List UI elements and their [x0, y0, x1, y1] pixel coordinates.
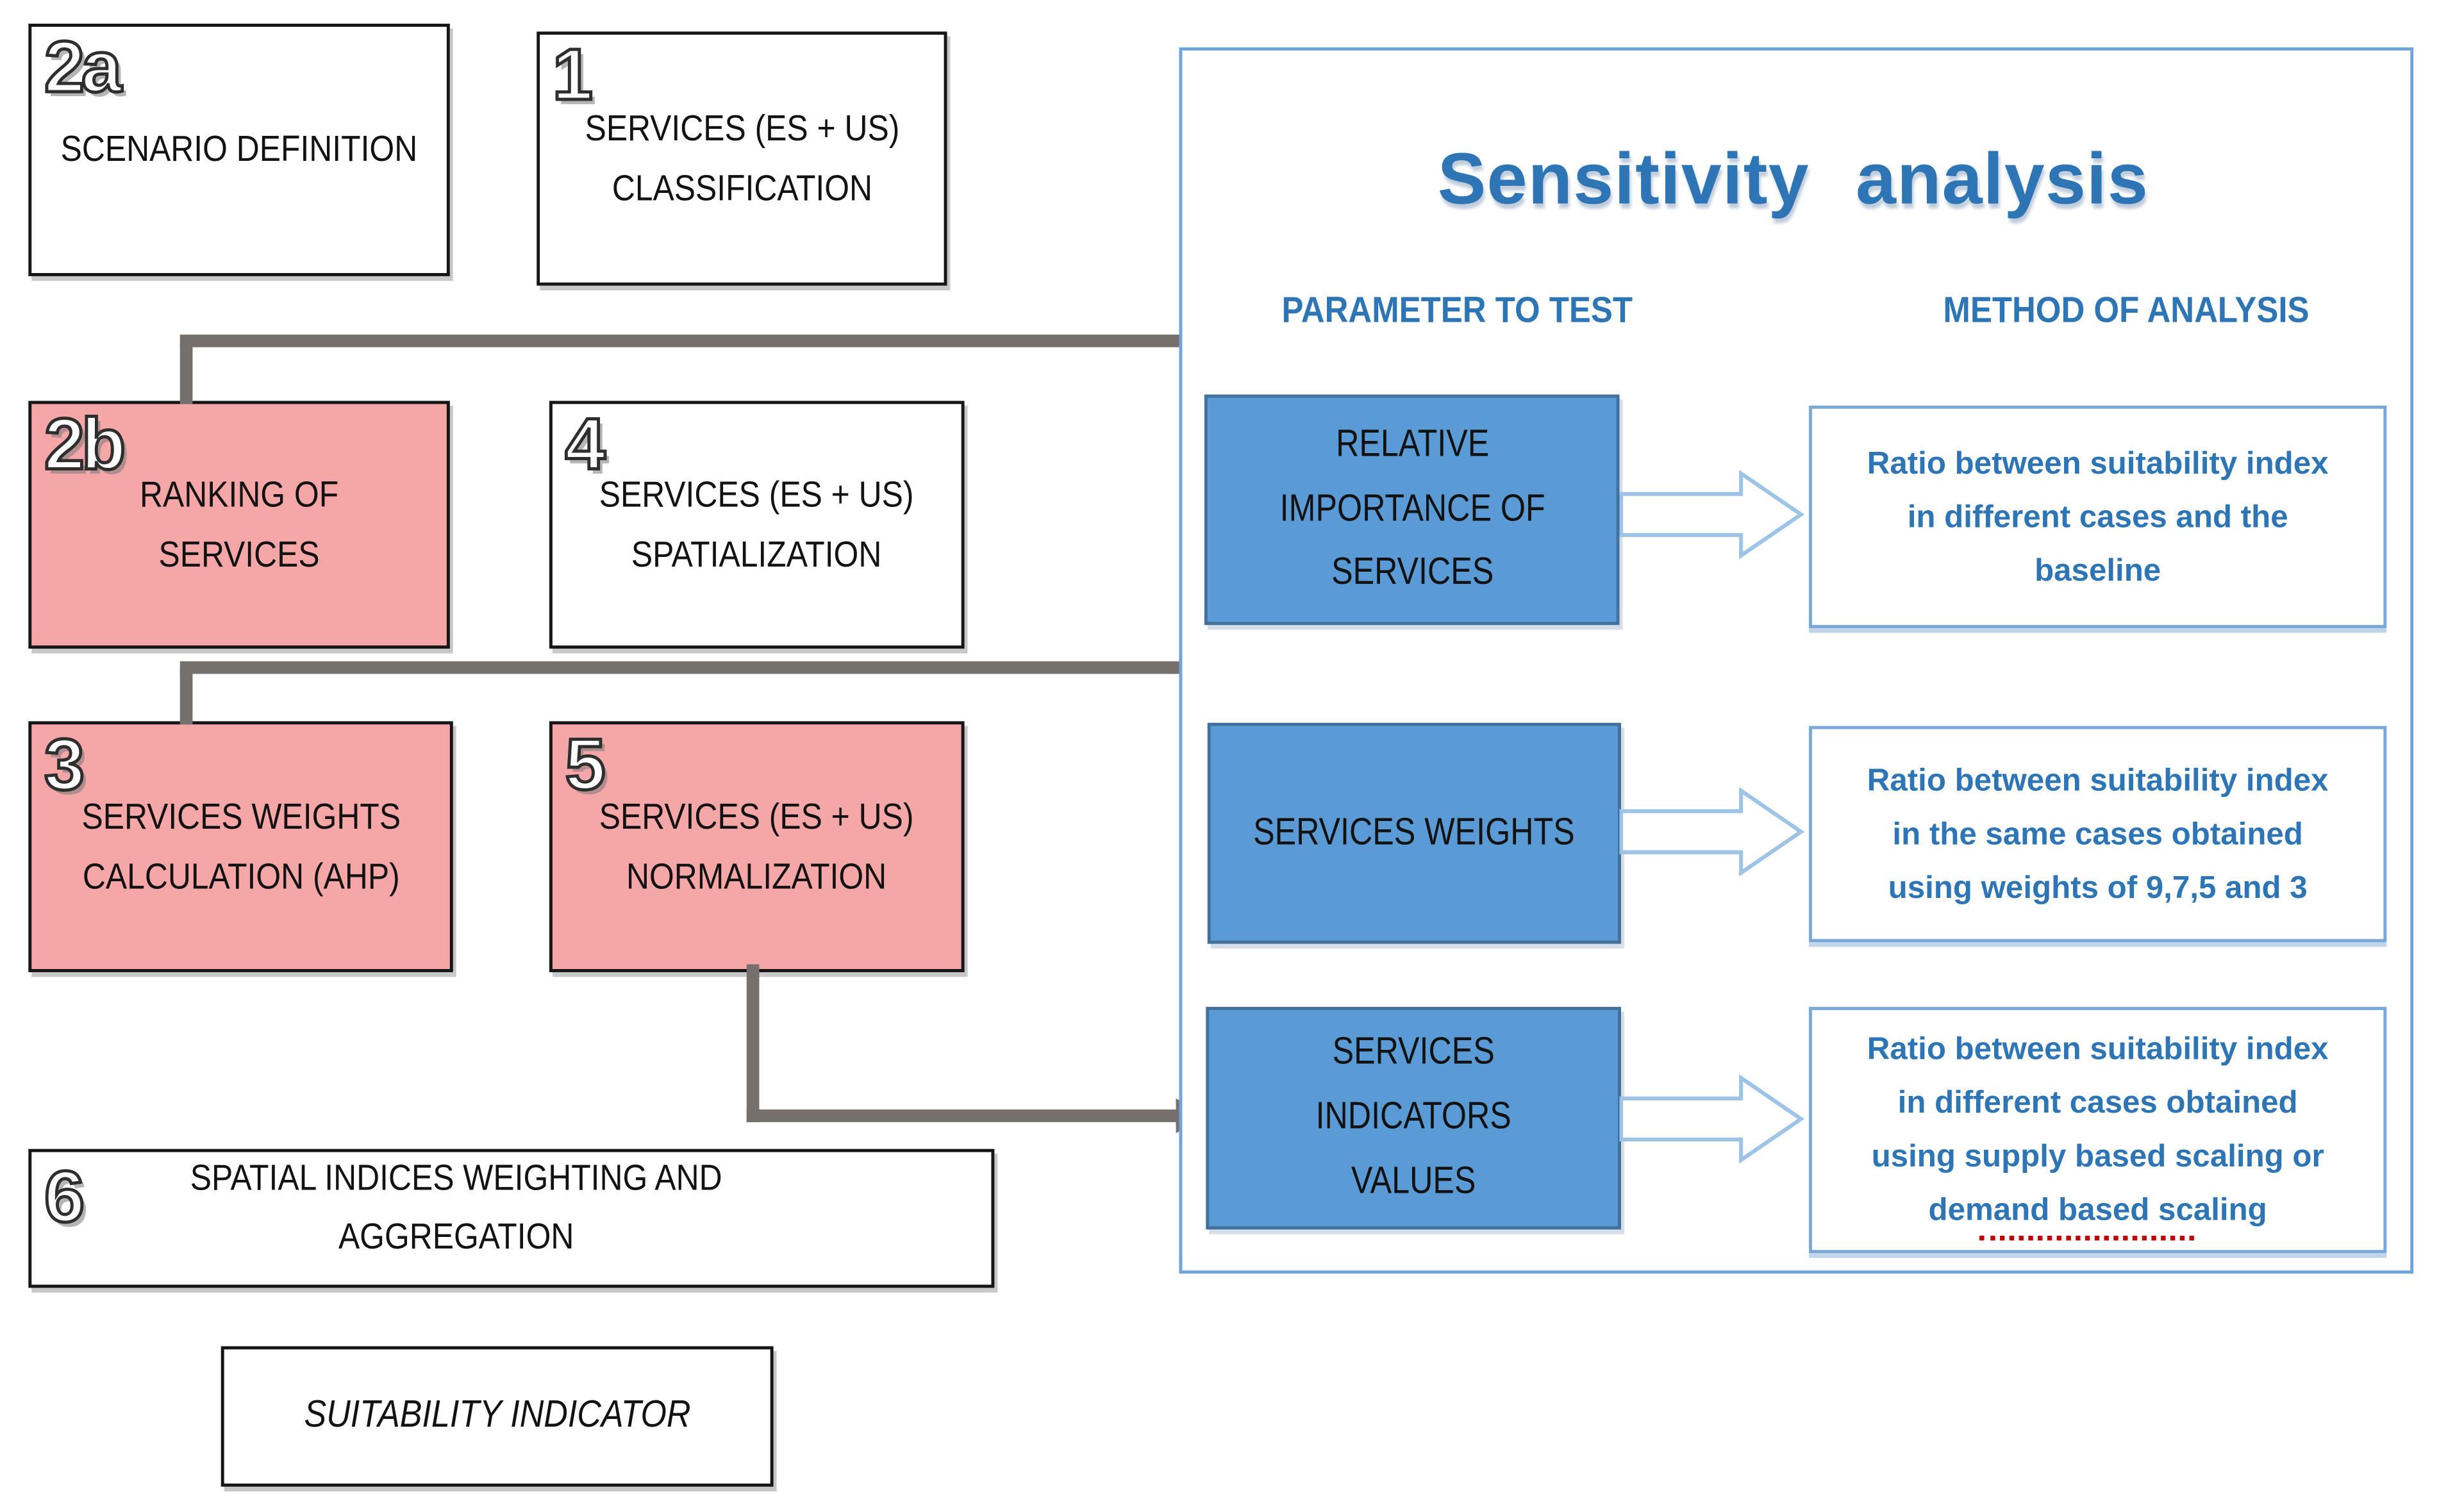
connector-normalization-to-indicators-vertical: [746, 964, 760, 1122]
connector-ranking-to-importance-horizontal: [179, 335, 1415, 347]
panel-title: Sensitivity analysis: [1437, 137, 2149, 220]
flow-box-ranking-of-services: 2b RANKING OF SERVICES: [28, 401, 450, 649]
flow-box-suitability-indicator: SUITABILITY INDICATOR: [221, 1346, 774, 1487]
step-number-2b: 2b: [43, 402, 128, 485]
method-text-weights-ratio: Ratio between suitability index in the s…: [1867, 763, 2329, 906]
block-arrow-right-icon: [1619, 1074, 1805, 1163]
parameter-box-services-weights: SERVICES WEIGHTS: [1207, 722, 1621, 944]
method-box-scaling-ratio: Ratio between suitability index in diffe…: [1809, 1007, 2387, 1254]
connector-ranking-to-importance-vertical: [179, 344, 193, 404]
parameter-box-services-indicators-values: SERVICES INDICATORS VALUES: [1206, 1007, 1621, 1230]
step-label-services-classification: SERVICES (ES + US) CLASSIFICATION: [584, 108, 899, 208]
step-label-services-spatialization: SERVICES (ES + US) SPATIALIZATION: [599, 474, 915, 574]
block-arrow-right-icon: [1619, 787, 1805, 876]
column-header-method-of-analysis: METHOD OF ANALYSIS: [1943, 288, 2310, 330]
step-label-spatial-indices-weighting: SPATIAL INDICES WEIGHTING AND AGGREGATIO…: [190, 1156, 722, 1257]
parameter-label-services-weights: SERVICES WEIGHTS: [1253, 810, 1576, 854]
step-number-5: 5: [563, 722, 607, 805]
column-header-parameter-to-test: PARAMETER TO TEST: [1281, 288, 1633, 330]
flow-box-spatial-indices-weighting: 6 SPATIAL INDICES WEIGHTING AND AGGREGAT…: [28, 1149, 995, 1288]
step-number-3: 3: [43, 722, 87, 805]
connector-weights-to-weights-vertical: [179, 670, 193, 725]
step-number-2a: 2a: [42, 25, 123, 108]
step-label-services-weights-calculation: SERVICES WEIGHTS CALCULATION (AHP): [81, 795, 401, 896]
method-text-baseline-ratio: Ratio between suitability index in diffe…: [1867, 445, 2329, 588]
flow-box-scenario-definition: 2a SCENARIO DEFINITION: [28, 23, 450, 276]
spellcheck-squiggle: [1979, 1236, 2194, 1241]
step-label-suitability-indicator: SUITABILITY INDICATOR: [304, 1393, 691, 1437]
block-arrow-right-icon: [1619, 470, 1805, 559]
parameter-label-relative-importance: RELATIVE IMPORTANCE OF SERVICES: [1279, 422, 1545, 594]
step-number-4: 4: [563, 402, 607, 485]
flow-box-services-weights-calculation: 3 SERVICES WEIGHTS CALCULATION (AHP): [28, 721, 453, 972]
step-number-1: 1: [551, 33, 594, 115]
parameter-box-relative-importance: RELATIVE IMPORTANCE OF SERVICES: [1204, 394, 1620, 626]
step-label-ranking-of-services: RANKING OF SERVICES: [139, 474, 339, 574]
method-box-baseline-ratio: Ratio between suitability index in diffe…: [1809, 405, 2387, 629]
method-box-weights-ratio: Ratio between suitability index in the s…: [1809, 726, 2387, 943]
step-number-6: 6: [43, 1155, 87, 1238]
step-label-services-normalization: SERVICES (ES + US) NORMALIZATION: [599, 795, 915, 896]
flow-box-services-normalization: 5 SERVICES (ES + US) NORMALIZATION: [549, 721, 965, 972]
method-text-scaling-ratio: Ratio between suitability index in diffe…: [1867, 1032, 2329, 1228]
flow-box-services-spatialization: 4 SERVICES (ES + US) SPATIALIZATION: [549, 401, 965, 649]
connector-weights-to-weights-horizontal: [179, 661, 1415, 674]
parameter-label-services-indicators-values: SERVICES INDICATORS VALUES: [1315, 1031, 1511, 1203]
connector-normalization-to-indicators-horizontal: [746, 1109, 1179, 1122]
step-label-scenario-definition: SCENARIO DEFINITION: [60, 128, 418, 170]
flow-box-services-classification: 1 SERVICES (ES + US) CLASSIFICATION: [537, 31, 947, 286]
